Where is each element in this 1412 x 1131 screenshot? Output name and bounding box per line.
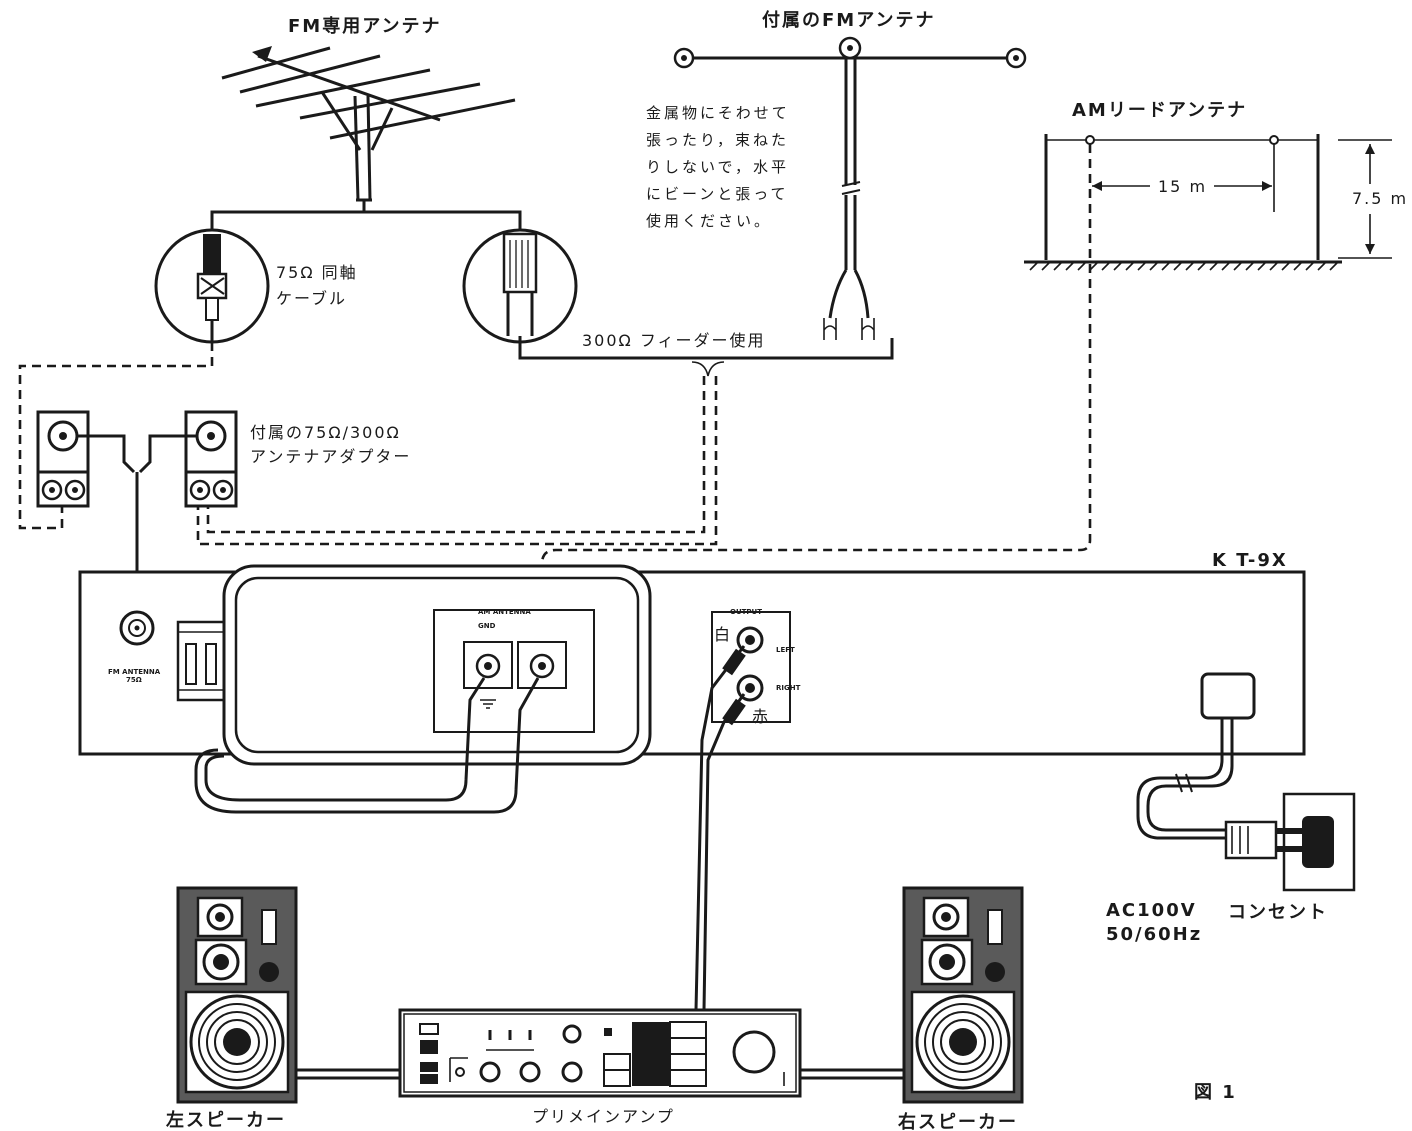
included-fm-antenna — [673, 36, 1027, 340]
am-antenna-terminal-label: AM ANTENNA — [478, 608, 531, 616]
ac-frequency-label: 50/60Hz — [1106, 924, 1202, 945]
output-label: OUTPUT — [730, 608, 762, 616]
adapter-left — [36, 410, 90, 508]
span-15m-label: 15 m — [1158, 177, 1207, 196]
coax-cable-label-1: 75Ω 同軸 — [276, 263, 358, 282]
left-speaker-label: 左スピーカー — [166, 1109, 286, 1131]
right-speaker-label: 右スピーカー — [898, 1111, 1018, 1131]
fm-antenna-terminal-label-2: 75Ω — [126, 676, 142, 684]
adapter-right — [184, 410, 238, 508]
right-channel-label: RIGHT — [776, 684, 801, 692]
included-fm-antenna-label: 付属のFMアンテナ — [762, 9, 936, 31]
model-label: K T-9X — [1212, 550, 1288, 571]
amplifier-label: プリメインアンプ — [532, 1107, 675, 1126]
gnd-label: GND — [478, 622, 496, 630]
white-plug-label: 白 — [714, 625, 732, 644]
am-lead-antenna-label: AMリードアンテナ — [1072, 100, 1247, 121]
amplifier — [398, 1008, 802, 1098]
feeder-cable-detail — [462, 228, 578, 344]
fm-yagi-antenna — [221, 46, 516, 202]
ac-voltage-label: AC100V — [1106, 900, 1197, 921]
adapter-label-1: 付属の75Ω/300Ω — [250, 423, 401, 442]
feeder-label: 300Ω フィーダー使用 — [582, 331, 766, 350]
installation-note: 金属物にそわせて 張ったり，束ねた りしないで，水平 にビーンと張って 使用くだ… — [646, 100, 836, 235]
note-line: 金属物にそわせて — [646, 104, 790, 122]
left-speaker — [176, 886, 298, 1104]
fm-dedicated-antenna-label: FM専用アンテナ — [288, 15, 442, 37]
output-section — [694, 611, 791, 1011]
am-lead-antenna — [1024, 134, 1392, 271]
height-7-5m-label: 7.5 m — [1352, 189, 1408, 208]
power-cord — [1136, 672, 1356, 892]
red-plug-label: 赤 — [752, 707, 770, 726]
right-speaker — [902, 886, 1024, 1104]
note-line: 張ったり，束ねた — [646, 131, 789, 149]
coax-cable-label-2: ケーブル — [276, 289, 347, 308]
adapter-label-2: アンテナアダプター — [250, 447, 411, 466]
coax-cable-detail — [154, 228, 270, 344]
figure-label: 図 1 — [1194, 1082, 1237, 1103]
note-line: 使用ください。 — [646, 212, 773, 230]
note-line: にビーンと張って — [646, 185, 789, 203]
left-channel-label: LEFT — [776, 646, 795, 654]
fm-antenna-terminal-label-1: FM ANTENNA — [108, 668, 161, 676]
outlet-label: コンセント — [1228, 902, 1328, 923]
note-line: りしないで，水平 — [646, 158, 789, 176]
am-loop-antenna — [194, 564, 652, 814]
